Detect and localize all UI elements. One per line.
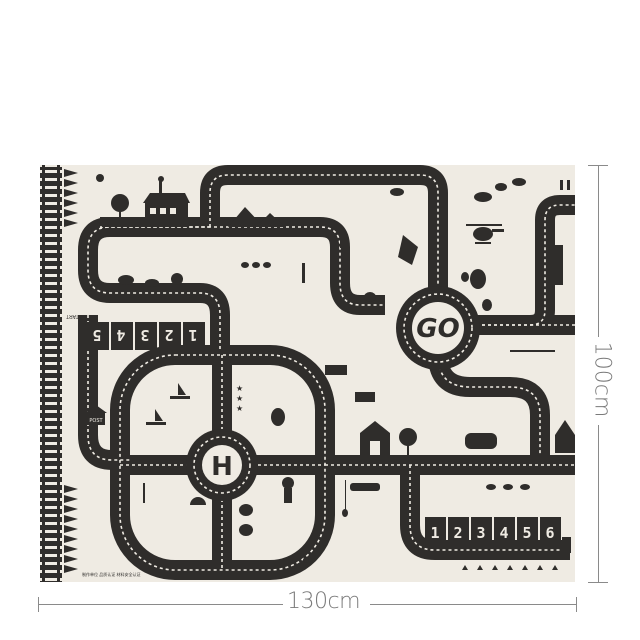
flower-icon	[322, 540, 328, 546]
parking-lot-bottom-right: 1 2 3 4 5 6	[425, 517, 561, 547]
width-dimension-line-right	[370, 604, 577, 605]
scarecrow-icon	[302, 263, 305, 283]
play-mat: GO H 5 4 3 2 1 START 1 2 3 4 5	[40, 165, 575, 582]
windmill-icon	[348, 240, 349, 258]
balloon-icon	[461, 272, 469, 282]
flag-row-bottom	[64, 485, 78, 573]
balloon-icon	[470, 269, 486, 289]
tent-icon	[398, 235, 418, 265]
flower-icon	[303, 557, 309, 563]
start-label: START	[66, 313, 82, 319]
decorations: POST ★ ★ ★	[85, 174, 575, 563]
hay-bales-icon	[465, 433, 497, 449]
height-dimension-label: 100cm	[589, 337, 615, 422]
height-dimension-tick-bottom	[588, 582, 608, 583]
cow-icon	[355, 392, 375, 402]
sailboat-icon	[155, 409, 163, 421]
wheelbarrow-icon	[118, 275, 134, 285]
tree-small-icon	[486, 484, 496, 490]
tree-icon	[111, 194, 129, 212]
parking-number: 4	[499, 524, 508, 542]
parking-number: 3	[140, 326, 149, 344]
parking-number: 2	[164, 326, 173, 344]
go-label: GO	[416, 314, 459, 344]
apple-tree-icon	[399, 428, 417, 446]
post-box-icon: POST	[85, 405, 107, 455]
helipad-roundabout: H	[186, 429, 258, 501]
broccoli-icon	[171, 273, 183, 285]
palm-tree-icon	[143, 483, 145, 503]
parking-number: 5	[92, 326, 101, 344]
height-dimension-line-top	[598, 165, 599, 337]
helicopter-icon	[466, 224, 504, 244]
robot-icon	[282, 477, 294, 489]
cow-icon	[325, 365, 347, 375]
balloon-icon	[482, 299, 492, 311]
height-dimension-line-bottom	[598, 425, 599, 582]
tree-small-icon	[520, 484, 530, 490]
bush-icon	[239, 504, 253, 516]
sailboat-icon	[178, 383, 186, 395]
barn-icon	[360, 421, 390, 455]
carrot-icon	[145, 279, 159, 287]
road-map: GO H 5 4 3 2 1 START 1 2 3 4 5	[40, 165, 575, 582]
dolphin-icon	[271, 408, 285, 426]
mountain-icon	[228, 207, 285, 227]
tree-small-icon	[503, 484, 513, 490]
height-dimension-tick-top	[588, 165, 608, 166]
star-icon: ★	[236, 384, 243, 393]
bird-icon	[364, 292, 376, 302]
railway-track	[40, 165, 62, 582]
bridge-icon	[350, 483, 380, 491]
windmill-icon	[340, 230, 341, 248]
umbrella-icon	[190, 497, 206, 505]
width-dimension-label: 130cm	[283, 589, 365, 614]
cloud-icon	[495, 183, 507, 191]
lamp-icon	[345, 480, 346, 510]
fine-print: 制作单位 品质认证 材料安全认证	[82, 571, 141, 577]
sun-icon	[96, 174, 104, 182]
parking-number: 4	[116, 326, 125, 344]
bird-icon	[390, 188, 404, 196]
parking-lot-top-left: 5 4 3 2 1 START	[66, 313, 205, 350]
star-icon: ★	[236, 404, 243, 413]
parking-number: 5	[522, 524, 531, 542]
windmill-icon	[332, 220, 333, 238]
castle-icon	[553, 245, 563, 285]
bunting-icon	[510, 350, 555, 352]
width-dimension-tick-right	[576, 597, 577, 612]
house-icon	[143, 176, 190, 227]
flag-row-top	[64, 169, 78, 227]
go-roundabout: GO	[396, 286, 480, 370]
parking-number: 1	[188, 326, 197, 344]
arrow-row	[462, 565, 558, 570]
cloud-icon	[474, 192, 492, 202]
circus-tent-icon	[555, 420, 575, 435]
cloud-icon	[512, 178, 526, 186]
parking-number: 1	[430, 524, 439, 542]
width-dimension-line-left	[38, 604, 283, 605]
width-dimension-tick-left	[38, 597, 39, 612]
parking-number: 2	[453, 524, 462, 542]
star-icon: ★	[236, 394, 243, 403]
bush-icon	[239, 524, 253, 536]
parking-number: 3	[476, 524, 485, 542]
gas-station-icon	[562, 537, 571, 553]
helipad-label: H	[211, 452, 233, 482]
parking-number: 6	[545, 524, 554, 542]
post-label: POST	[89, 418, 103, 424]
